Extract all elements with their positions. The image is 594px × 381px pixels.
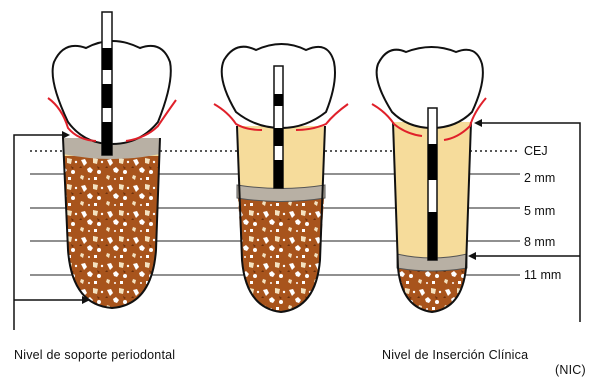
level-labels: CEJ 2 mm 5 mm 8 mm 11 mm <box>524 144 561 282</box>
tooth-1-probe <box>102 12 112 155</box>
tooth-3-bone <box>398 266 466 312</box>
level-label-cej: CEJ <box>524 144 548 158</box>
tooth-3-probe <box>428 108 437 260</box>
tooth-1-bone <box>64 156 159 308</box>
level-label-11mm: 11 mm <box>524 268 561 282</box>
level-label-2mm: 2 mm <box>524 171 555 185</box>
tooth-2-probe <box>274 66 283 188</box>
caption-clinical-attachment-abbrev: (NIC) <box>555 363 586 377</box>
level-label-5mm: 5 mm <box>524 204 555 218</box>
caption-periodontal-support: Nivel de soporte periodontal <box>14 348 175 362</box>
tooth-recession <box>372 47 486 312</box>
tooth-bone-loss <box>214 44 348 312</box>
tooth-healthy <box>48 12 176 308</box>
caption-clinical-attachment: Nivel de Inserción Clínica <box>382 348 528 362</box>
tooth-2-bone <box>238 198 324 312</box>
level-label-8mm: 8 mm <box>524 235 555 249</box>
